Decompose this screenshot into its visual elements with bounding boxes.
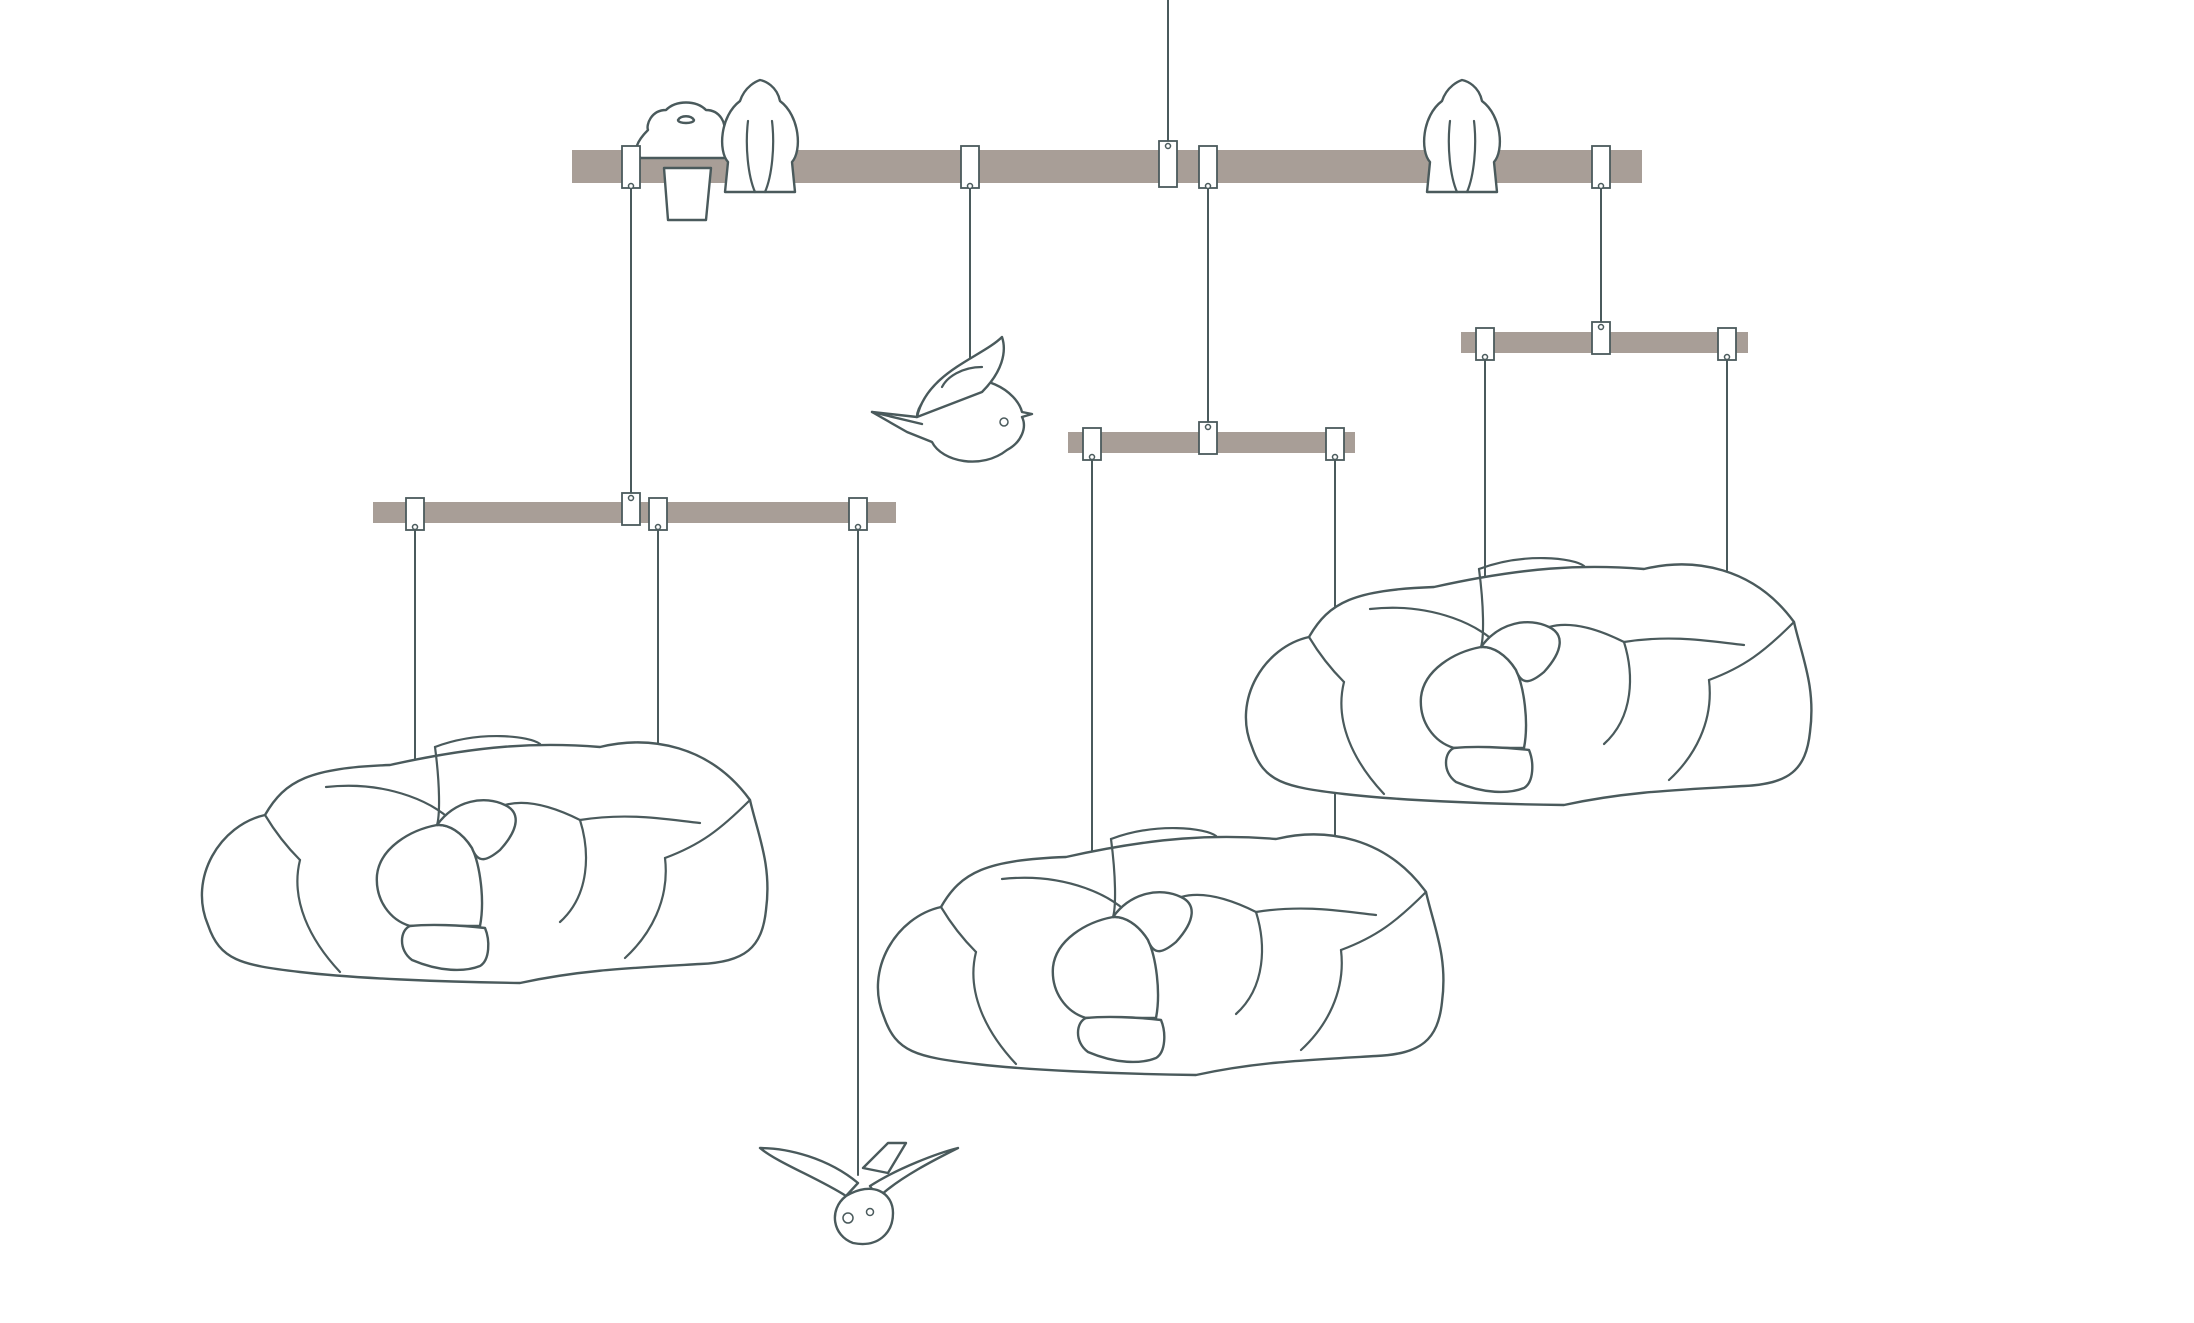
clip-icon [1082, 427, 1102, 461]
cloud-icon [1244, 556, 1813, 807]
clip-icon [1325, 427, 1345, 461]
clip-icon [1198, 421, 1218, 455]
clip-icon [960, 145, 980, 190]
bird-icon [1422, 78, 1502, 194]
cloud-icon [876, 826, 1445, 1077]
clip-icon [621, 145, 641, 190]
cloud-icon [200, 734, 769, 985]
clip-icon [1591, 321, 1611, 355]
clip-icon [1717, 327, 1737, 361]
bird-icon [870, 335, 1034, 463]
clip-icon [1198, 145, 1218, 190]
clip-icon [1158, 140, 1178, 188]
clip-icon [648, 497, 668, 531]
clip-icon [405, 497, 425, 531]
clip-icon [621, 492, 641, 526]
bird-icon [720, 78, 800, 194]
clip-icon [848, 497, 868, 531]
clip-icon [1475, 327, 1495, 361]
clip-icon [1591, 145, 1611, 190]
